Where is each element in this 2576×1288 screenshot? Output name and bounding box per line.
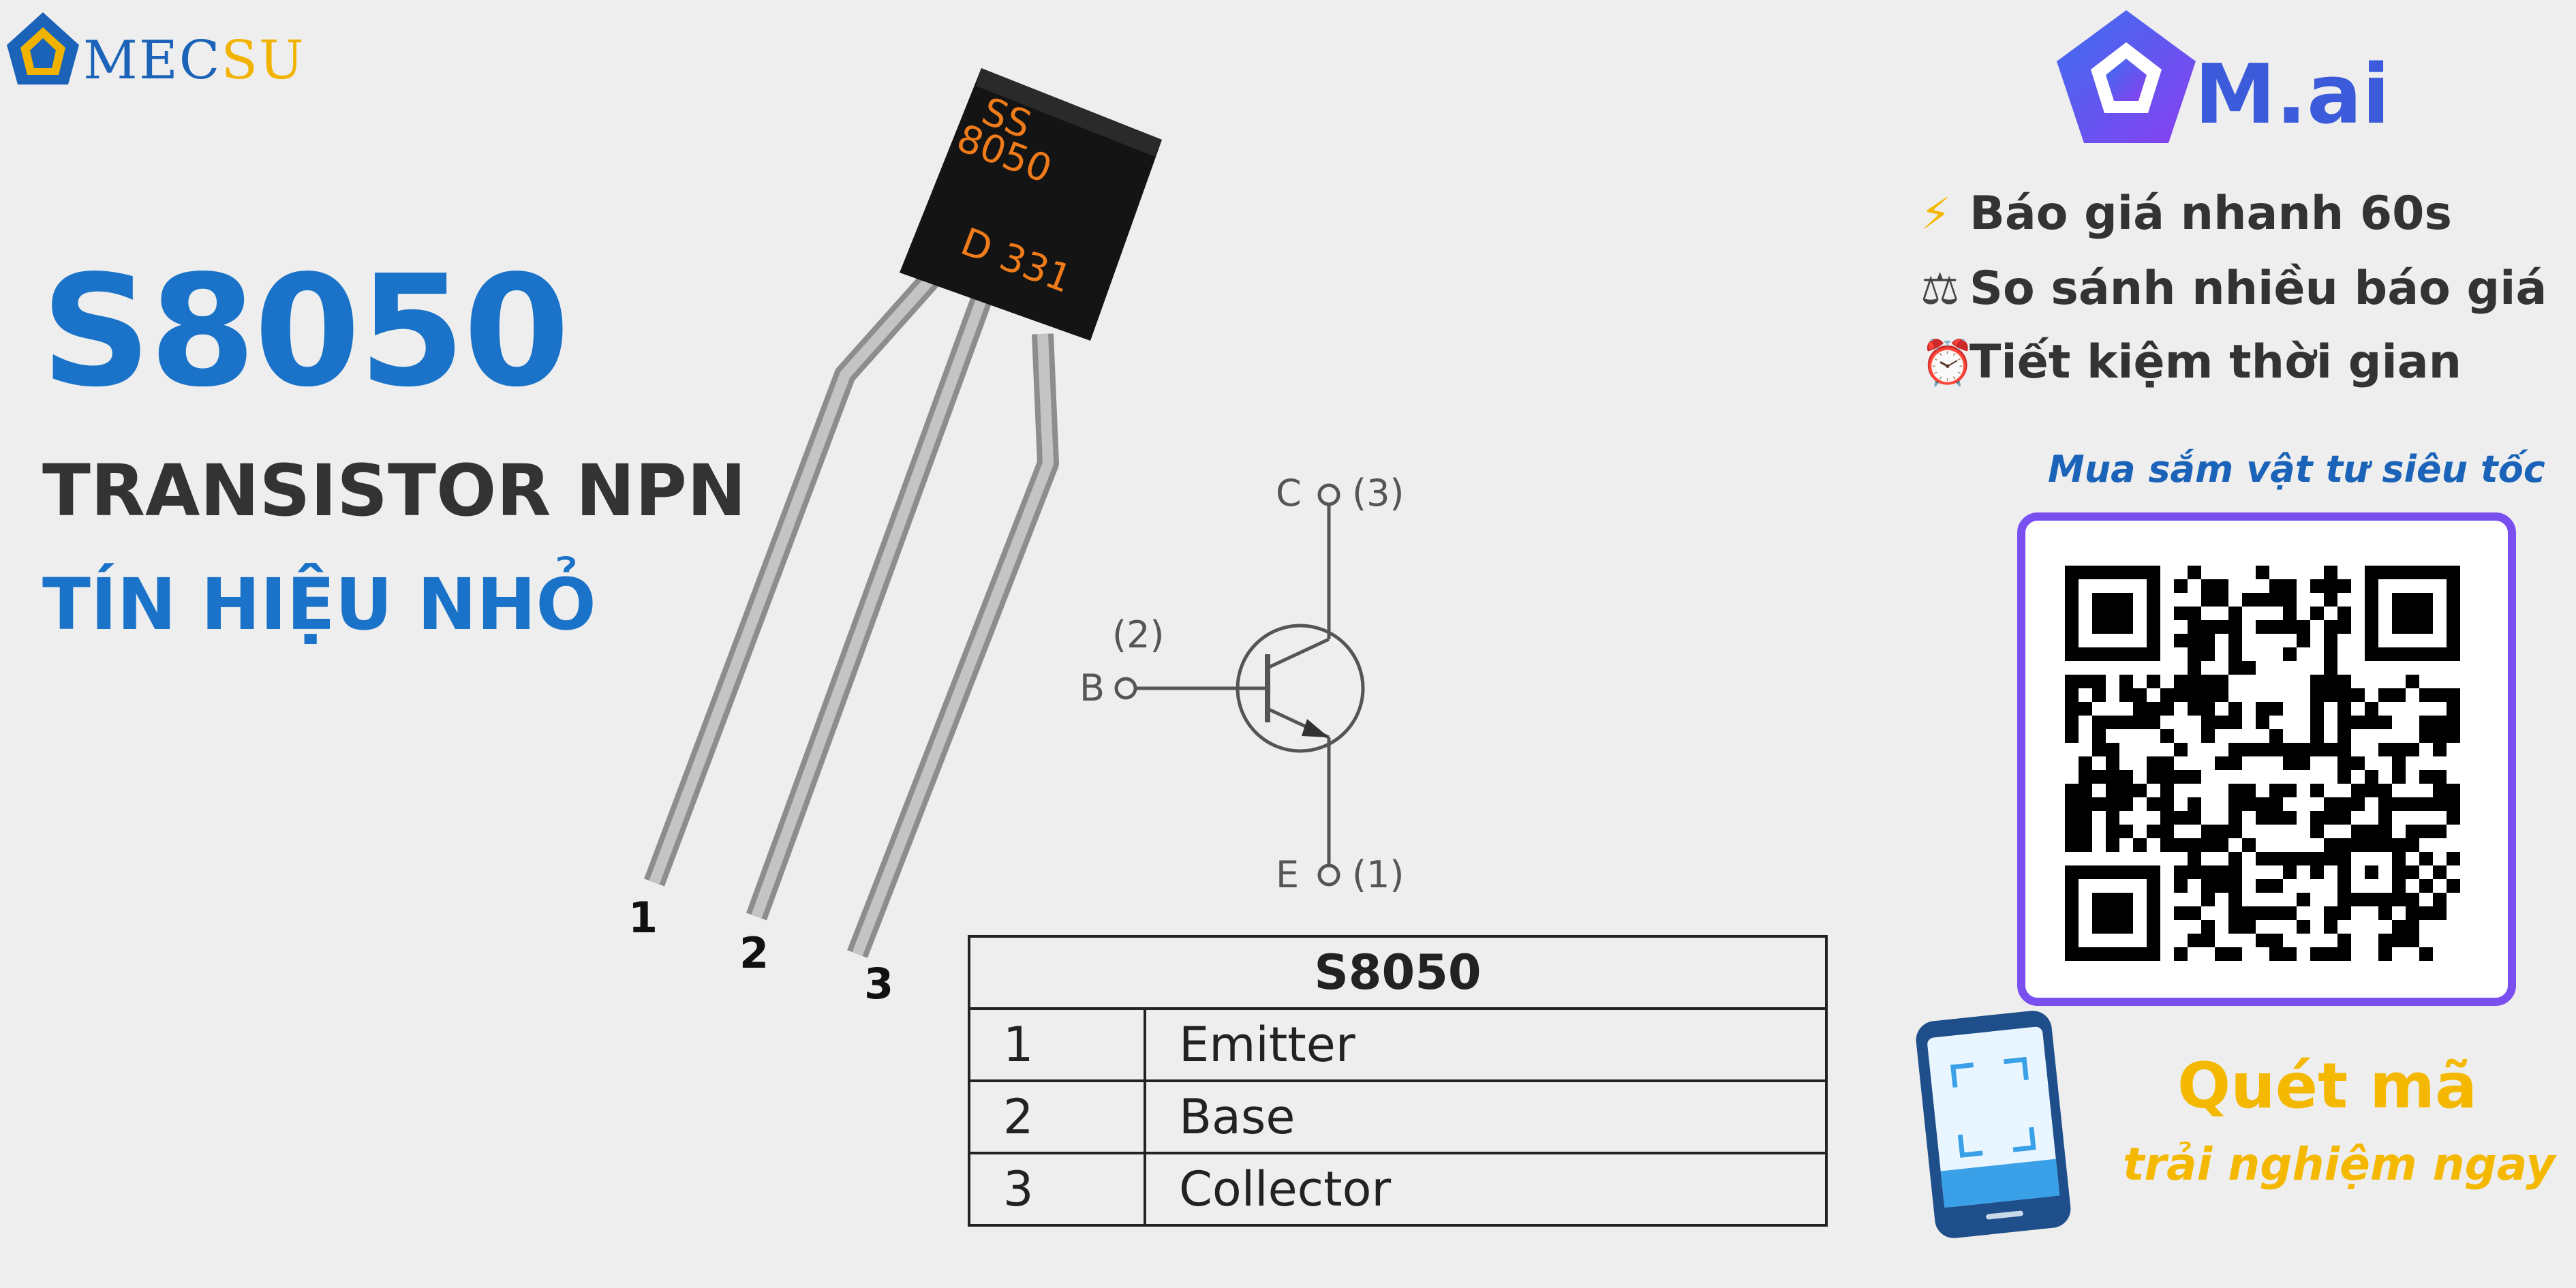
pin-table-header: S8050 (968, 935, 1828, 1010)
page-title: S8050 (41, 243, 570, 421)
transistor-photo: SS 8050 D 331 1 2 3 (628, 68, 1162, 1009)
leg-3 (847, 333, 1059, 958)
lightning-icon: ⚡ (1920, 189, 1951, 240)
base-label: B (1079, 666, 1105, 709)
emitter-label: E (1276, 853, 1299, 896)
emitter-pin-label: (1) (1352, 853, 1405, 896)
base-pin-label: (2) (1112, 613, 1165, 656)
subtitle-type: TRANSISTOR NPN (42, 449, 746, 532)
pin-table: S8050 1 Emitter 2 Base 3 Collector (968, 935, 1828, 1227)
feature-item: ⚡Báo giá nhanh 60s (1920, 191, 2452, 237)
mai-logo-icon (2057, 10, 2196, 143)
pin-name: Emitter (1144, 1007, 1828, 1082)
promo-text: Mua sắm vật tư siêu tốc (2048, 448, 2545, 491)
scan-title: Quét mã (2177, 1049, 2478, 1122)
alarm-clock-icon: ⏰ (1920, 338, 1975, 388)
pin-name: Base (1144, 1079, 1828, 1154)
mecsu-logo-icon (7, 12, 79, 85)
base-terminal (1114, 677, 1137, 700)
table-row: 1 Emitter (968, 1007, 1828, 1082)
collector-terminal (1317, 483, 1340, 506)
npn-schematic: C (3) (2) B E (1) (1079, 472, 1405, 896)
feature-text: So sánh nhiều báo giá (1969, 262, 2547, 316)
feature-item: ⏰Tiết kiệm thời gian (1920, 339, 2462, 386)
emitter-arrow-icon (1302, 719, 1329, 737)
leg-1-highlight (649, 275, 934, 885)
feature-item: ⚖So sánh nhiều báo giá (1920, 266, 2547, 312)
leg-3-highlight (852, 333, 1054, 956)
brand-name-part2: SU (221, 30, 305, 91)
scan-subtitle: trải nghiệm ngay (2123, 1138, 2556, 1191)
pin-label-1: 1 (628, 893, 658, 942)
qr-code[interactable] (2065, 566, 2460, 961)
subtitle-description: TÍN HIỆU NHỎ (42, 563, 596, 646)
mecsu-brand: MECSU (3, 8, 304, 90)
phone-scan-icon (1916, 1011, 2071, 1238)
feature-text: Tiết kiệm thời gian (1969, 335, 2462, 389)
pin-number: 2 (968, 1079, 1146, 1154)
table-row: 3 Collector (968, 1152, 1828, 1227)
feature-text: Báo giá nhanh 60s (1969, 187, 2452, 241)
pin-table-header-row: S8050 (968, 935, 1828, 1010)
collector-label: C (1276, 472, 1302, 515)
pin-label-2: 2 (739, 928, 769, 978)
brand-name-part1: MEC (83, 30, 221, 91)
pin-label-3: 3 (864, 959, 893, 1009)
scale-icon: ⚖ (1920, 264, 1960, 315)
pin-name: Collector (1144, 1152, 1828, 1227)
transistor-body (900, 68, 1162, 341)
mai-logo-text: M.ai (2194, 48, 2391, 142)
table-row: 2 Base (968, 1079, 1828, 1154)
leg-2-highlight (751, 298, 987, 919)
collector-pin-label: (3) (1352, 472, 1405, 515)
pin-number: 1 (968, 1007, 1146, 1082)
brand-name: MECSU (83, 34, 305, 87)
emitter-terminal (1317, 863, 1340, 887)
pin-number: 3 (968, 1152, 1146, 1227)
